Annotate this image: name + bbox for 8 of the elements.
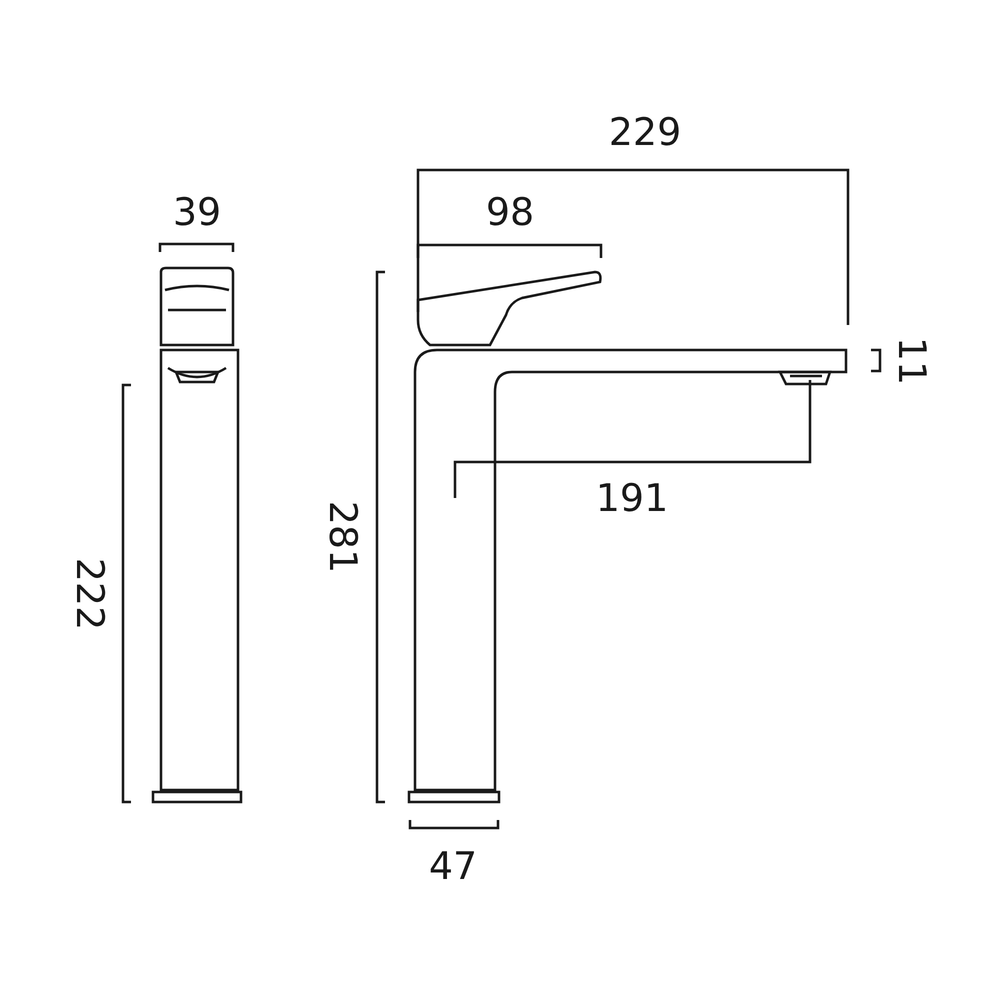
dimension-value: 98: [486, 193, 534, 231]
dimension-value: 222: [71, 558, 109, 630]
dimension-value: 47: [428, 847, 478, 885]
dimension-value: 39: [172, 193, 222, 231]
dimension-value: 191: [596, 479, 668, 517]
dimension-value: 11: [893, 336, 931, 386]
dimension-value: 229: [608, 113, 682, 151]
dimension-value: 281: [324, 500, 362, 574]
